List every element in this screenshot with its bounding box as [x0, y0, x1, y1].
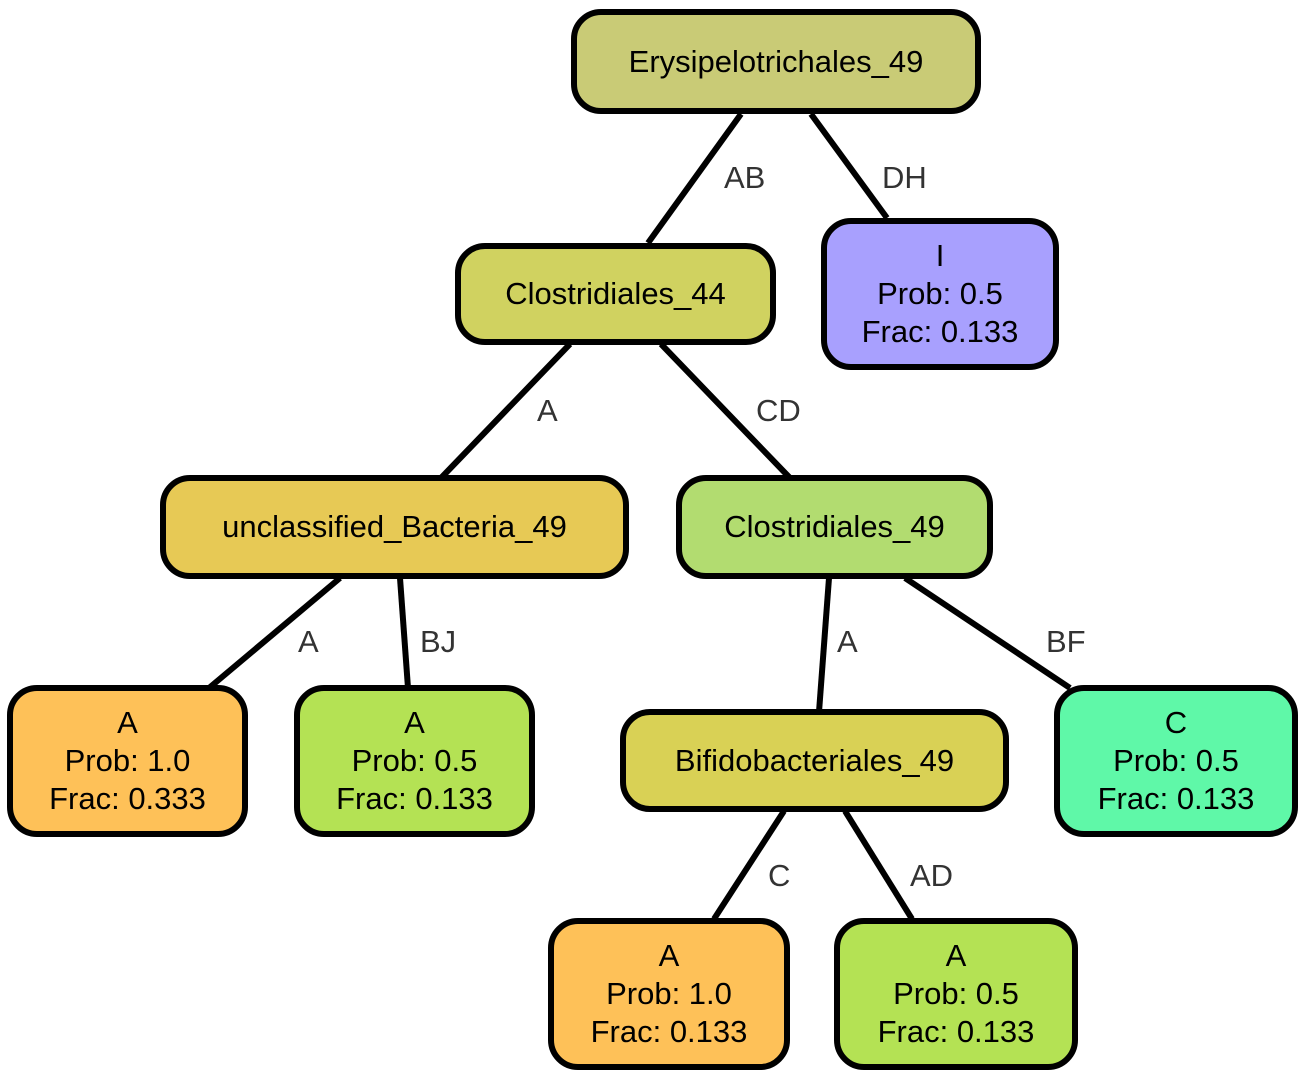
- leaf-node-c: C Prob: 0.5 Frac: 0.133: [1054, 685, 1298, 837]
- leaf-node-i: I Prob: 0.5 Frac: 0.133: [821, 218, 1059, 370]
- edge-clos44-uncl: [438, 341, 573, 481]
- leaf-node-a4: A Prob: 0.5 Frac: 0.133: [834, 918, 1078, 1070]
- node-label: Bifidobacteriales_49: [674, 742, 955, 778]
- node-erysipelotrichales-49: Erysipelotrichales_49: [571, 9, 981, 114]
- edge-label-bj: BJ: [420, 624, 456, 659]
- leaf-frac: Frac: 0.133: [861, 314, 1019, 349]
- edge-label-c: C: [768, 858, 790, 893]
- leaf-class: I: [935, 238, 945, 273]
- edge-uncl-leafa2: [397, 577, 411, 689]
- leaf-node-a1: A Prob: 1.0 Frac: 0.333: [7, 685, 248, 837]
- leaf-prob: Prob: 1.0: [64, 743, 191, 778]
- leaf-prob: Prob: 0.5: [1113, 743, 1239, 778]
- edge-clos49-bifido: [816, 577, 832, 713]
- leaf-frac: Frac: 0.133: [336, 781, 493, 816]
- edge-uncl-leafa1: [207, 575, 342, 691]
- leaf-prob: Prob: 0.5: [351, 743, 478, 778]
- leaf-node-a2: A Prob: 0.5 Frac: 0.133: [294, 685, 535, 837]
- leaf-prob: Prob: 0.5: [893, 976, 1019, 1011]
- edge-bifido-leafa4: [842, 809, 915, 921]
- leaf-frac: Frac: 0.133: [1097, 781, 1255, 816]
- edge-label-a-leafa1: A: [298, 624, 319, 659]
- edge-label-a-bifido: A: [837, 624, 858, 659]
- node-label: Clostridiales_44: [505, 276, 726, 311]
- edge-label-a-uncl: A: [537, 393, 558, 428]
- edge-label-dh: DH: [882, 160, 927, 195]
- edge-label-cd: CD: [756, 393, 801, 428]
- leaf-prob: Prob: 0.5: [877, 276, 1003, 311]
- node-clostridiales-44: Clostridiales_44: [455, 243, 776, 345]
- leaf-class: A: [404, 705, 425, 740]
- node-label: Clostridiales_49: [724, 509, 945, 544]
- edge-label-ad: AD: [910, 858, 953, 893]
- node-label: unclassified_Bacteria_49: [222, 509, 567, 544]
- leaf-class: C: [1164, 705, 1188, 740]
- leaf-frac: Frac: 0.333: [49, 781, 206, 816]
- leaf-prob: Prob: 1.0: [606, 976, 732, 1011]
- edge-label-ab: AB: [724, 160, 765, 195]
- edge-bifido-leafa3: [711, 809, 787, 921]
- leaf-class: A: [945, 938, 967, 973]
- edge-clos49-leafc: [903, 575, 1072, 691]
- leaf-class: A: [117, 705, 138, 740]
- node-unclassified-bacteria-49: unclassified_Bacteria_49: [160, 475, 629, 579]
- leaf-class: A: [658, 938, 680, 973]
- leaf-node-a3: A Prob: 1.0 Frac: 0.133: [548, 918, 790, 1070]
- edge-root-leafi: [808, 112, 890, 220]
- node-label: Erysipelotrichales_49: [628, 43, 924, 79]
- node-bifidobacteriales-49: Bifidobacteriales_49: [620, 709, 1009, 812]
- node-clostridiales-49: Clostridiales_49: [676, 475, 993, 579]
- edge-root-clos44: [645, 112, 744, 245]
- leaf-frac: Frac: 0.133: [590, 1014, 748, 1049]
- leaf-frac: Frac: 0.133: [877, 1014, 1035, 1049]
- edge-label-bf: BF: [1046, 624, 1086, 659]
- edge-clos44-clos49: [658, 341, 793, 481]
